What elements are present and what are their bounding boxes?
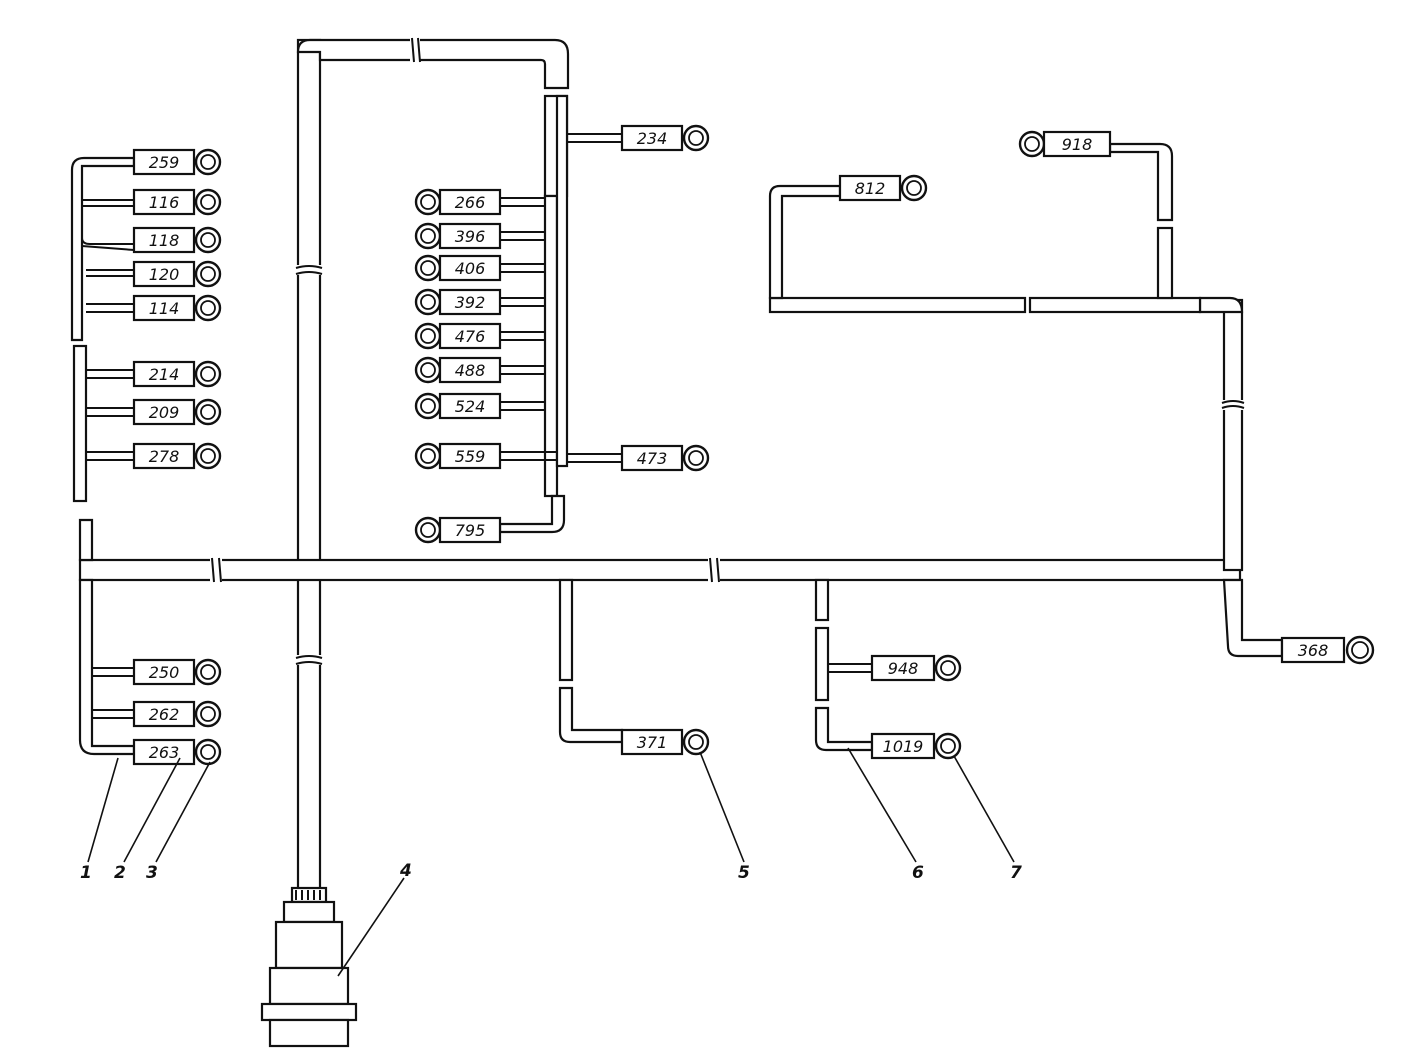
- tag-396: 396: [414, 222, 502, 250]
- tag-120: 120: [132, 260, 222, 288]
- tag-371: 371: [620, 728, 710, 756]
- tag-209: 209: [132, 398, 222, 426]
- top-loop-bundle: [296, 36, 570, 198]
- tag-label: 234: [637, 129, 668, 148]
- tag-label: 116: [149, 193, 180, 212]
- tag-234: 234: [620, 124, 710, 152]
- callout-6: 6: [912, 863, 924, 883]
- tag-918: 918: [1018, 130, 1112, 158]
- tag-label: 476: [455, 327, 486, 346]
- tag-473: 473: [620, 444, 710, 472]
- tag-label: 278: [149, 447, 180, 466]
- tag-label: 266: [455, 193, 486, 212]
- main-trunk: [295, 38, 323, 902]
- callout-2: 2: [114, 863, 126, 883]
- plug-connector: [260, 886, 358, 1048]
- tag-114: 114: [132, 294, 222, 322]
- tag-278: 278: [132, 442, 222, 470]
- tag-label: 918: [1062, 135, 1093, 154]
- tag-259: 259: [132, 148, 222, 176]
- tag-label: 406: [455, 259, 486, 278]
- tag-label: 120: [149, 265, 180, 284]
- right-riser: [768, 142, 1246, 572]
- branch-368: [1222, 578, 1284, 658]
- tag-406: 406: [414, 254, 502, 282]
- tag-label: 209: [149, 403, 180, 422]
- tag-250: 250: [132, 658, 222, 686]
- tag-label: 263: [149, 743, 180, 762]
- tag-118: 118: [132, 226, 222, 254]
- center-stubs: [500, 133, 622, 463]
- tag-262: 262: [132, 700, 222, 728]
- tag-label: 371: [637, 733, 668, 752]
- left-bundle: [70, 156, 136, 756]
- main-bus: [78, 518, 1242, 584]
- callout-numbers: 1 2 3 4 5 6 7: [80, 861, 1022, 883]
- tag-812: 812: [838, 174, 928, 202]
- callout-4: 4: [399, 861, 412, 881]
- tag-label: 262: [149, 705, 180, 724]
- tag-label: 812: [855, 179, 886, 198]
- tag-559: 559: [414, 442, 502, 470]
- tag-214: 214: [132, 360, 222, 388]
- tag-392: 392: [414, 288, 502, 316]
- callout-3: 3: [146, 863, 158, 883]
- center-spine: [498, 94, 569, 534]
- tag-795: 795: [414, 516, 502, 544]
- callout-7: 7: [1010, 863, 1022, 883]
- callout-5: 5: [738, 863, 750, 883]
- tag-label: 368: [1298, 641, 1329, 660]
- tag-116: 116: [132, 188, 222, 216]
- tag-476: 476: [414, 322, 502, 350]
- tag-label: 114: [149, 299, 180, 318]
- tag-label: 473: [637, 449, 668, 468]
- callout-1: 1: [80, 863, 92, 883]
- tag-948: 948: [870, 654, 962, 682]
- tag-266: 266: [414, 188, 502, 216]
- tag-488: 488: [414, 356, 502, 384]
- tag-label: 524: [455, 397, 486, 416]
- tag-label: 1019: [883, 737, 924, 756]
- tag-524: 524: [414, 392, 502, 420]
- tag-label: 214: [149, 365, 180, 384]
- tag-label: 559: [455, 447, 486, 466]
- callout-leaders: [87, 747, 1015, 977]
- tag-label: 392: [455, 293, 486, 312]
- tag-label: 948: [888, 659, 919, 678]
- lower-branches: [558, 578, 874, 752]
- tag-label: 488: [455, 361, 486, 380]
- tag-label: 250: [149, 663, 180, 682]
- tag-label: 396: [455, 227, 486, 246]
- tag-label: 259: [149, 153, 180, 172]
- tag-label: 118: [149, 231, 180, 250]
- tag-1019: 1019: [870, 732, 962, 760]
- tag-label: 795: [455, 521, 486, 540]
- tag-263: 263: [132, 738, 222, 766]
- tag-368: 368: [1280, 635, 1375, 665]
